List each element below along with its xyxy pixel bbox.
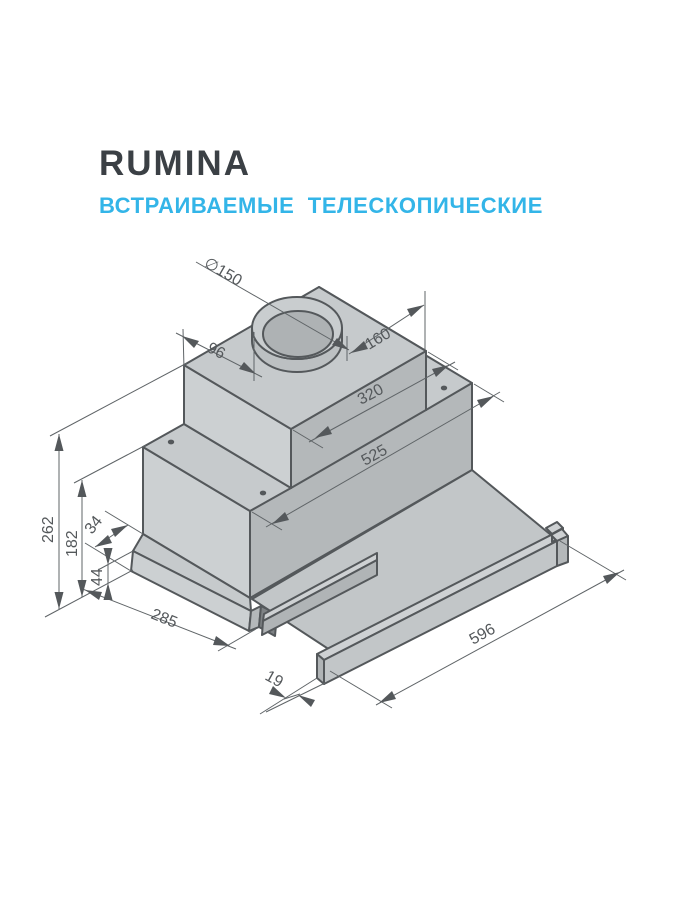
ext-line-285-right (217, 628, 257, 652)
dim-line-525 (265, 391, 501, 528)
mounting-hole-left-1 (167, 439, 175, 445)
mounting-hole-right (440, 385, 448, 391)
arrow-262-bottom (54, 592, 64, 609)
duct-opening (262, 310, 334, 358)
arrow-19-left (269, 686, 286, 698)
ext-line-320-right (427, 351, 459, 371)
arrow-262-top (54, 434, 64, 451)
arrow-34-upper (111, 525, 128, 537)
dim-label-44: 44 (89, 568, 106, 586)
arrow-525-right (477, 396, 494, 408)
motor-box (183, 286, 427, 489)
dim-line-19 (283, 693, 301, 700)
arrow-diameter-leader (332, 338, 349, 350)
visor-strip-left-cap (316, 653, 325, 685)
dim-line-596 (375, 569, 625, 706)
dimension-arrows (54, 305, 620, 707)
arrow-160-left (351, 341, 368, 353)
arrow-285-right (213, 636, 230, 646)
dim-label-596: 596 (467, 621, 499, 649)
ext-line-44-top (97, 550, 134, 571)
ext-line-19-front (265, 682, 326, 713)
arrow-44-bottom (103, 583, 113, 600)
dim-line-320 (308, 361, 456, 443)
arrow-182-top (77, 480, 87, 497)
ext-line-262-top (49, 362, 188, 437)
mounting-hole-left-2 (259, 490, 267, 496)
leader-line-diameter (195, 261, 350, 351)
dim-label-diameter: ∅150 (201, 255, 245, 290)
ext-line-182-top (73, 444, 147, 484)
arrow-96-right (239, 362, 256, 374)
arrow-285-left (85, 590, 102, 600)
arrow-19-right (298, 695, 315, 707)
dim-label-285: 285 (149, 606, 180, 632)
arrow-160-right (407, 305, 424, 317)
ext-line-320-left (292, 429, 324, 449)
ext-line-96-left (182, 328, 185, 370)
ext-line-19-back (259, 677, 318, 715)
arrow-34-lower (95, 535, 112, 547)
visor-strip-right-end-face (556, 535, 569, 567)
drawer-rail-front (261, 559, 378, 636)
dim-label-34: 34 (82, 513, 106, 538)
arrow-96-left (182, 336, 199, 348)
telescopic-section (130, 469, 569, 685)
arrow-182-bottom (77, 580, 87, 597)
dim-label-182: 182 (64, 530, 81, 557)
dim-label-19: 19 (262, 668, 286, 692)
ext-line-bottom-baseline (44, 569, 134, 618)
arrow-320-left (315, 426, 332, 438)
dimension-lines (44, 261, 627, 715)
arrow-320-right (432, 365, 449, 377)
product-subtitle: ВСТРАИВАЕМЫЕ ТЕЛЕСКОПИЧЕСКИЕ (99, 193, 543, 218)
arrow-596-right (603, 572, 620, 584)
ext-line-525-right (473, 383, 505, 403)
ext-line-525-left (251, 511, 283, 531)
arrow-44-top (103, 548, 113, 565)
ext-line-34-upper (104, 510, 144, 535)
dim-label-262: 262 (40, 516, 57, 543)
dim-label-96: 96 (204, 340, 228, 363)
arrow-596-left (379, 691, 396, 703)
ext-line-596-left (329, 670, 393, 709)
brand-title: RUMINA (99, 144, 251, 183)
arrow-525-left (272, 512, 289, 524)
